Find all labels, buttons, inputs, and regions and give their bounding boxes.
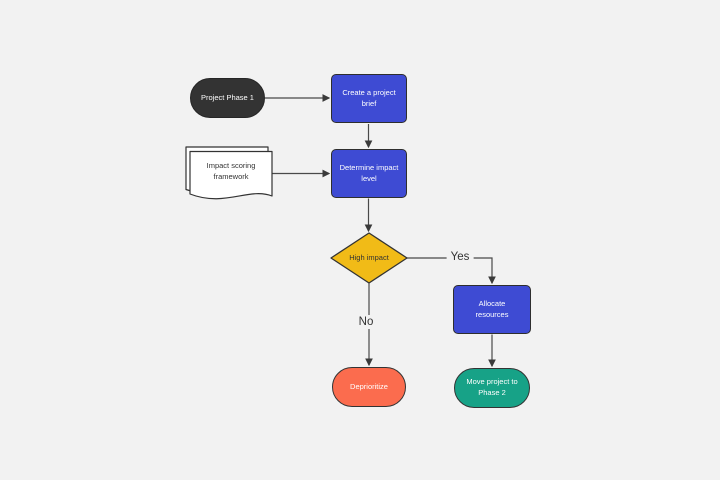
decision-diamond-high-impact[interactable] — [330, 232, 408, 284]
process-determine-impact-level[interactable]: Determine impact level — [331, 149, 407, 198]
document-impact-framework-label[interactable]: Impact scoring framework — [206, 161, 256, 181]
decision-high-impact-label[interactable]: High impact — [349, 252, 389, 262]
terminator-move-project-phase-2[interactable]: Move project to Phase 2 — [454, 368, 530, 408]
terminator-project-phase-1-label: Project Phase 1 — [201, 92, 254, 102]
process-create-project-brief-label: Create a project brief — [342, 87, 396, 108]
process-allocate-resources-label: Allocate resources — [475, 298, 509, 319]
edge-label-no[interactable]: No — [354, 315, 378, 329]
process-create-project-brief[interactable]: Create a project brief — [331, 74, 407, 123]
terminator-deprioritize-label: Deprioritize — [350, 381, 388, 391]
edge-label-yes[interactable]: Yes — [446, 250, 474, 264]
terminator-move-project-phase-2-label: Move project to Phase 2 — [466, 377, 518, 397]
terminator-project-phase-1[interactable]: Project Phase 1 — [190, 78, 265, 118]
connector-decision-yes-to-allocate[interactable] — [407, 257, 496, 285]
document-shape-impact-framework[interactable] — [189, 150, 273, 200]
process-determine-impact-level-label: Determine impact level — [339, 162, 399, 183]
process-allocate-resources[interactable]: Allocate resources — [453, 285, 531, 334]
terminator-deprioritize[interactable]: Deprioritize — [332, 367, 406, 407]
